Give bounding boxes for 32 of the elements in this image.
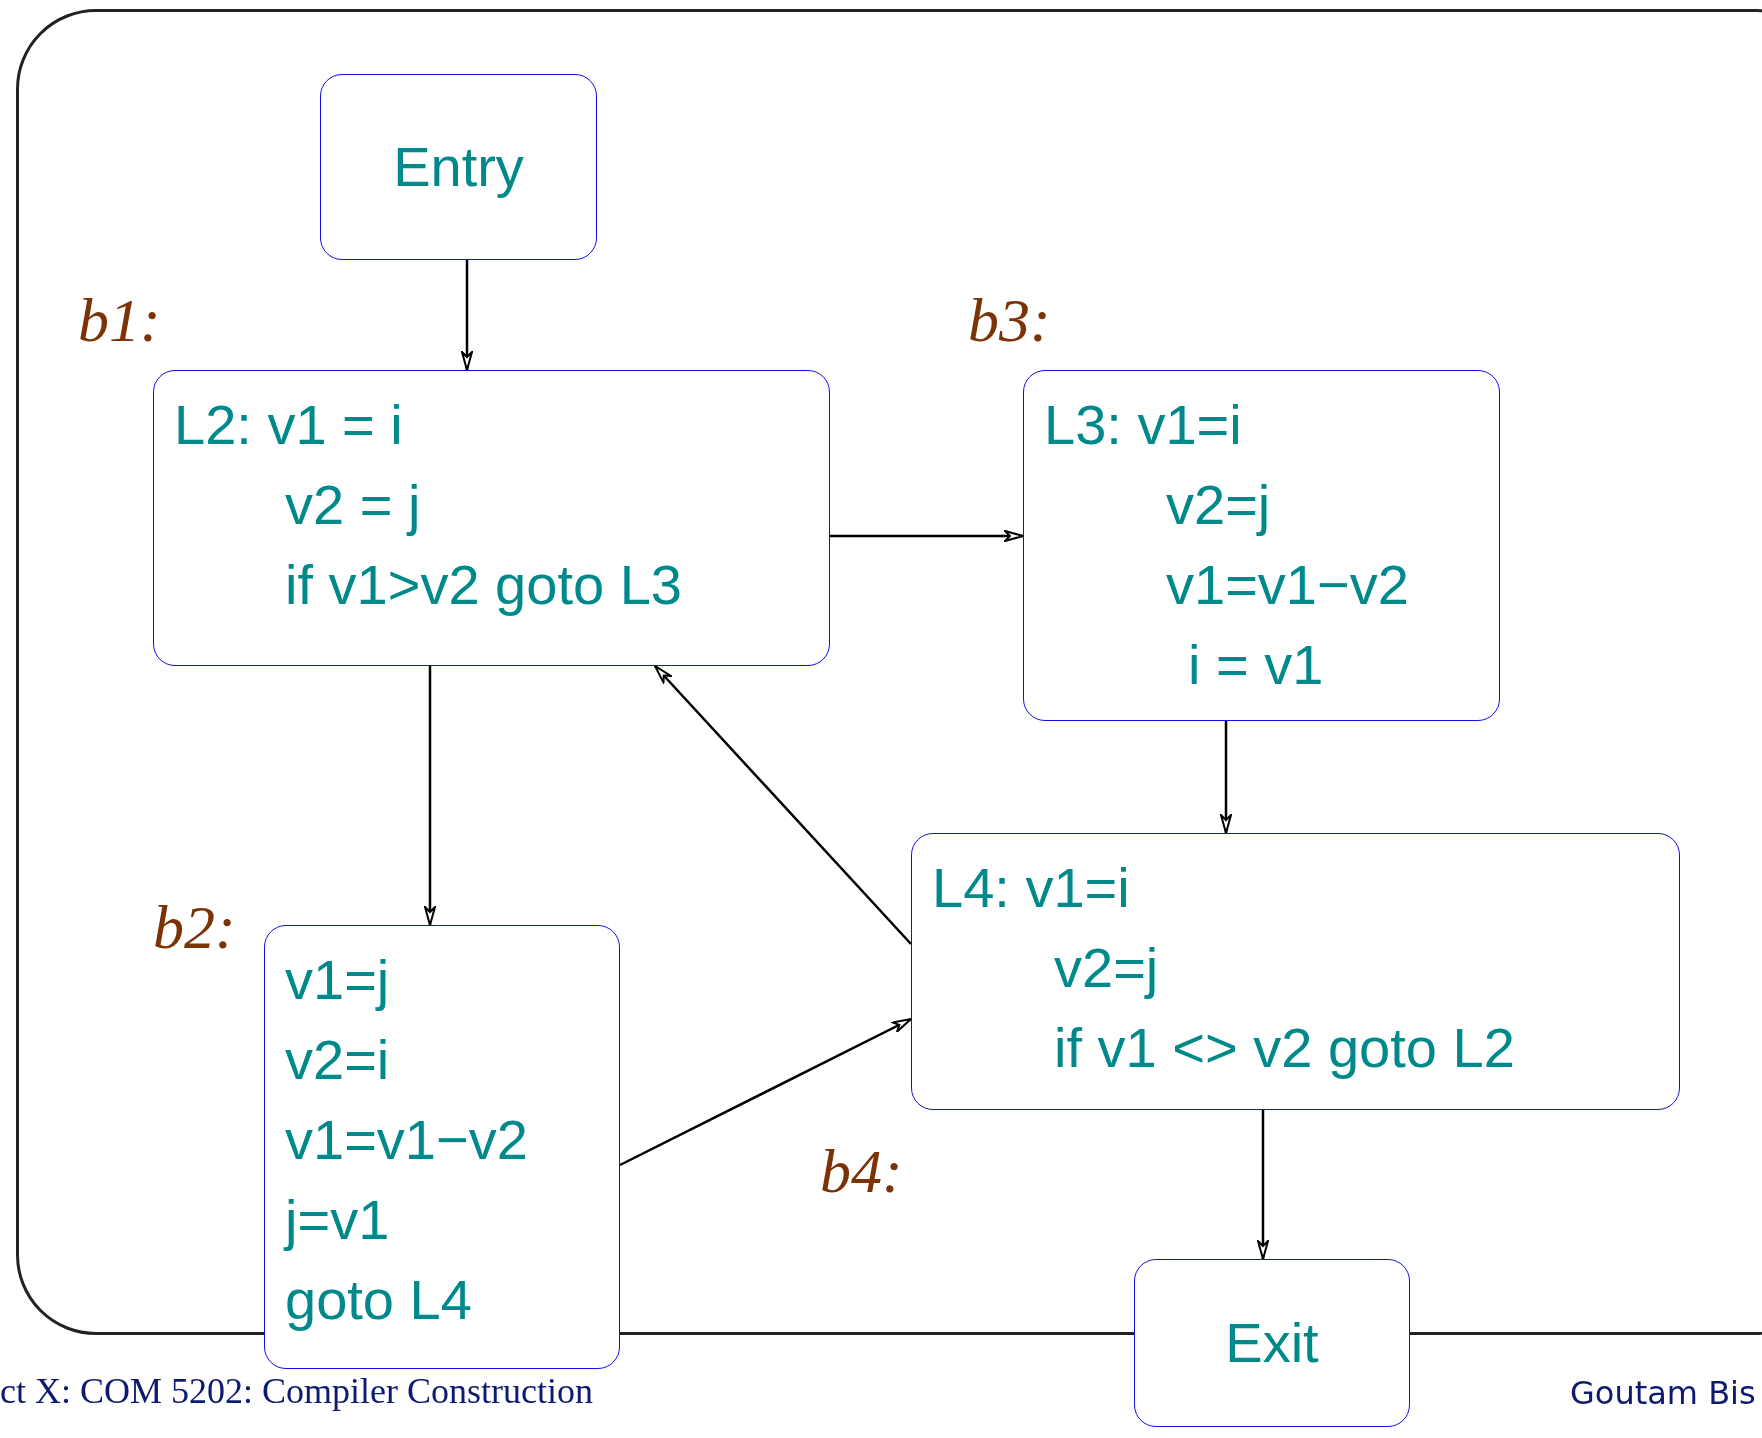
arrow [654, 665, 912, 945]
arrow [1220, 721, 1232, 834]
code-line: Entry [393, 134, 524, 200]
code-line: v1=v1−v2 [285, 1107, 528, 1173]
code-block-box [320, 74, 597, 260]
code-line: goto L4 [285, 1267, 472, 1333]
arrow [619, 1017, 912, 1167]
code-block-box [1134, 1259, 1410, 1427]
code-line: i = v1 [1188, 632, 1324, 698]
code-line: v1=v1−v2 [1166, 552, 1409, 618]
block-label: b4: [820, 1136, 903, 1206]
code-line: Exit [1225, 1310, 1319, 1376]
block-label: b2: [153, 892, 236, 962]
arrow [830, 530, 1024, 542]
block-label: b1: [78, 285, 161, 355]
block-label: b3: [968, 285, 1051, 355]
code-line: if v1>v2 goto L3 [285, 552, 682, 618]
code-line: if v1 <> v2 goto L2 [1054, 1015, 1515, 1081]
arrow [461, 260, 473, 371]
code-line: v2 = j [285, 472, 421, 538]
code-line: v2=j [1054, 935, 1159, 1001]
arrow [424, 666, 436, 926]
footer-text: Goutam Bis [1570, 1374, 1756, 1412]
code-line: L4: v1=i [932, 855, 1130, 921]
arrow [1257, 1110, 1269, 1260]
code-line: L3: v1=i [1044, 392, 1242, 458]
code-line: v2=i [285, 1027, 390, 1093]
code-line: j=v1 [285, 1187, 390, 1253]
code-line: v1=j [285, 947, 390, 1013]
footer-text: ct X: COM 5202: Compiler Construction [0, 1370, 593, 1412]
code-line: v2=j [1166, 472, 1271, 538]
code-line: L2: v1 = i [174, 392, 403, 458]
